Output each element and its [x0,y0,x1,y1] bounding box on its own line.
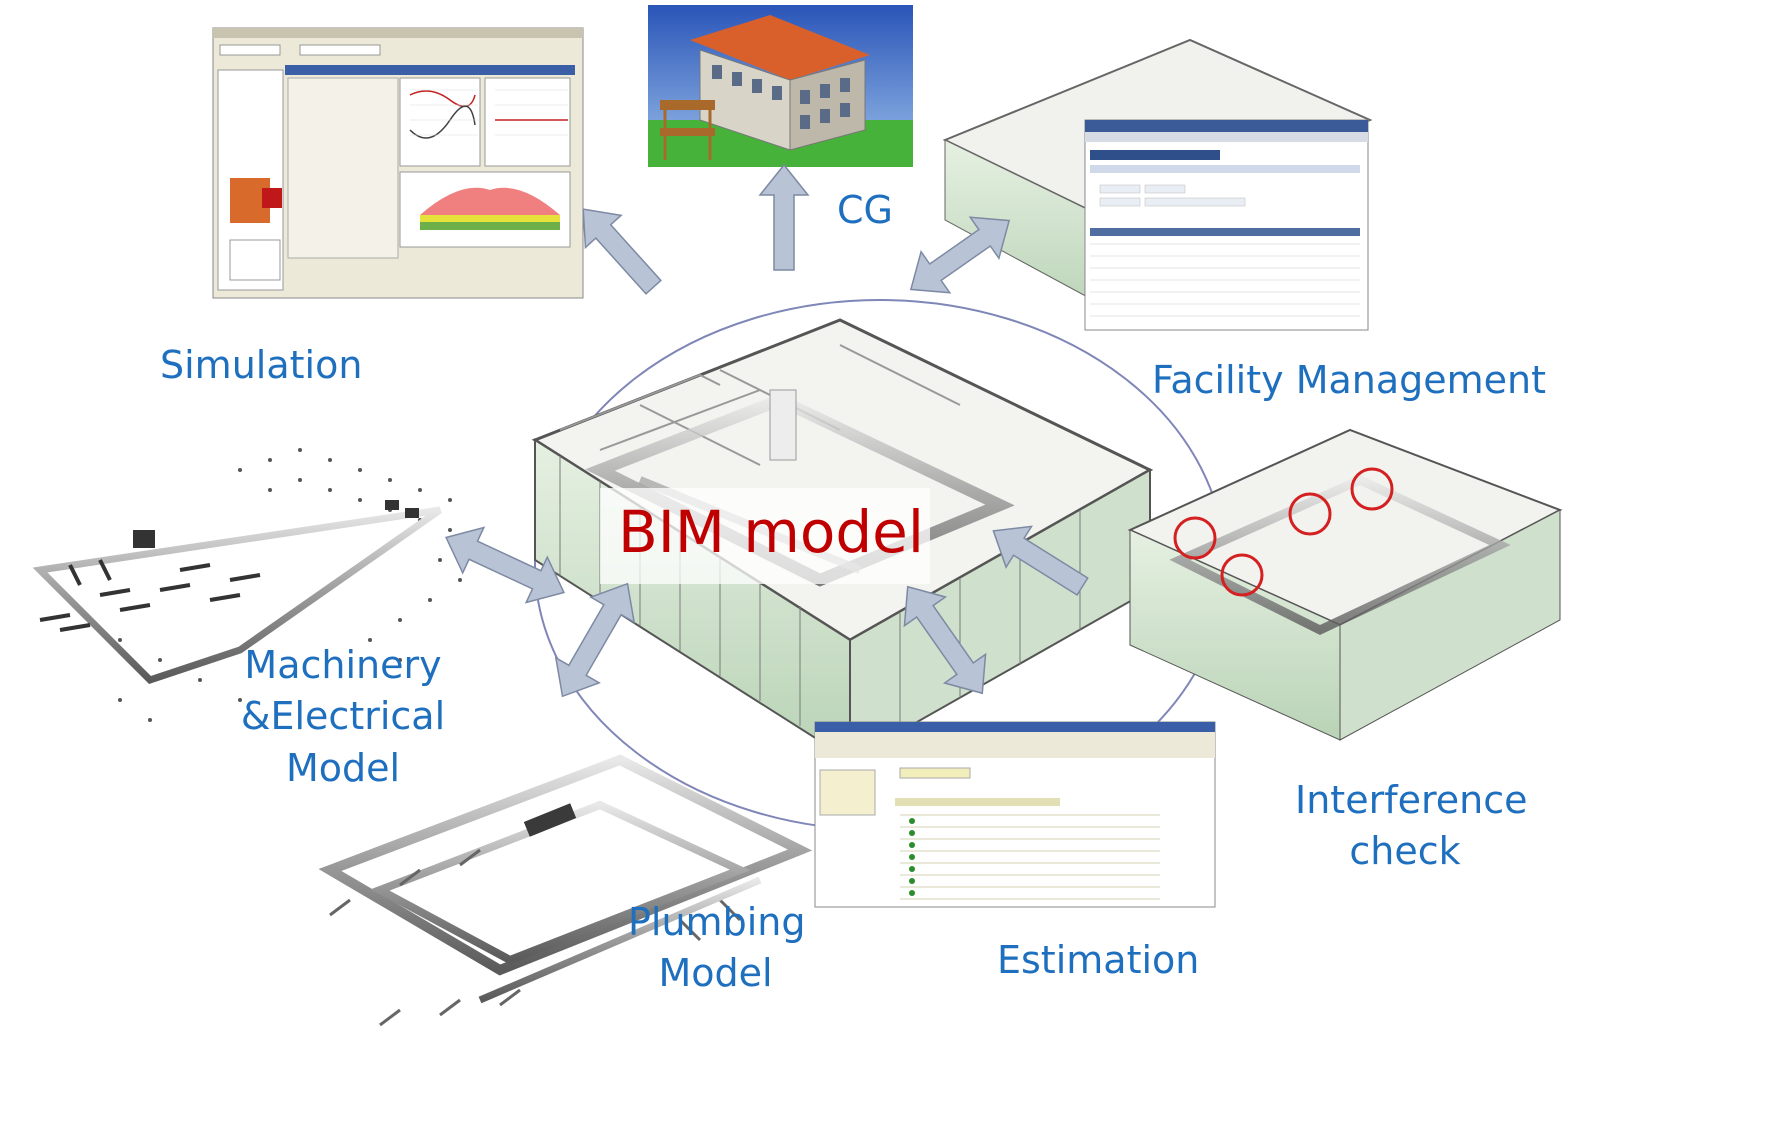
label-facility-management: Facility Management [1152,358,1547,402]
label-estimation: Estimation [997,938,1200,982]
machinery-electrical-illustration [32,448,462,722]
label-interference-line2: check [1349,829,1461,874]
label-machinery-electrical-model: Machinery &Electrical Model [238,640,448,794]
clash-marker-1 [1173,516,1217,560]
simulation-screenshot [212,27,584,299]
facility-management-illustration [942,38,1373,331]
label-interference-check: Interference check [1295,775,1528,878]
arrow-to-interference [992,525,1089,597]
clash-marker-4 [1350,467,1394,511]
label-plumbing-line1: Plumbing [628,900,806,944]
clash-marker-2 [1220,553,1264,597]
arrow-to-simulation [582,208,662,295]
label-cg: CG [837,188,893,232]
interference-check-illustration [1127,428,1563,741]
cg-rendering [648,5,913,167]
label-machinery-line3: Model [285,745,401,790]
label-interference-line1: Interference [1295,778,1528,822]
label-machinery-line2: &Electrical [240,694,446,739]
arrow-estimation [903,585,987,695]
label-plumbing-line2: Model [658,951,773,996]
label-plumbing-model: Plumbing Model [628,897,806,1000]
label-machinery-line1: Machinery [244,643,442,687]
arrow-facility [909,216,1011,294]
arrow-to-cg [758,163,810,271]
center-title: BIM model [618,498,924,566]
plumbing-illustration [318,754,813,1027]
estimation-screenshot [814,721,1216,908]
arrow-plumbing [554,582,636,698]
arrows [445,163,1089,698]
arrow-machinery [445,526,565,604]
label-simulation: Simulation [160,343,363,387]
clash-marker-3 [1288,492,1332,536]
